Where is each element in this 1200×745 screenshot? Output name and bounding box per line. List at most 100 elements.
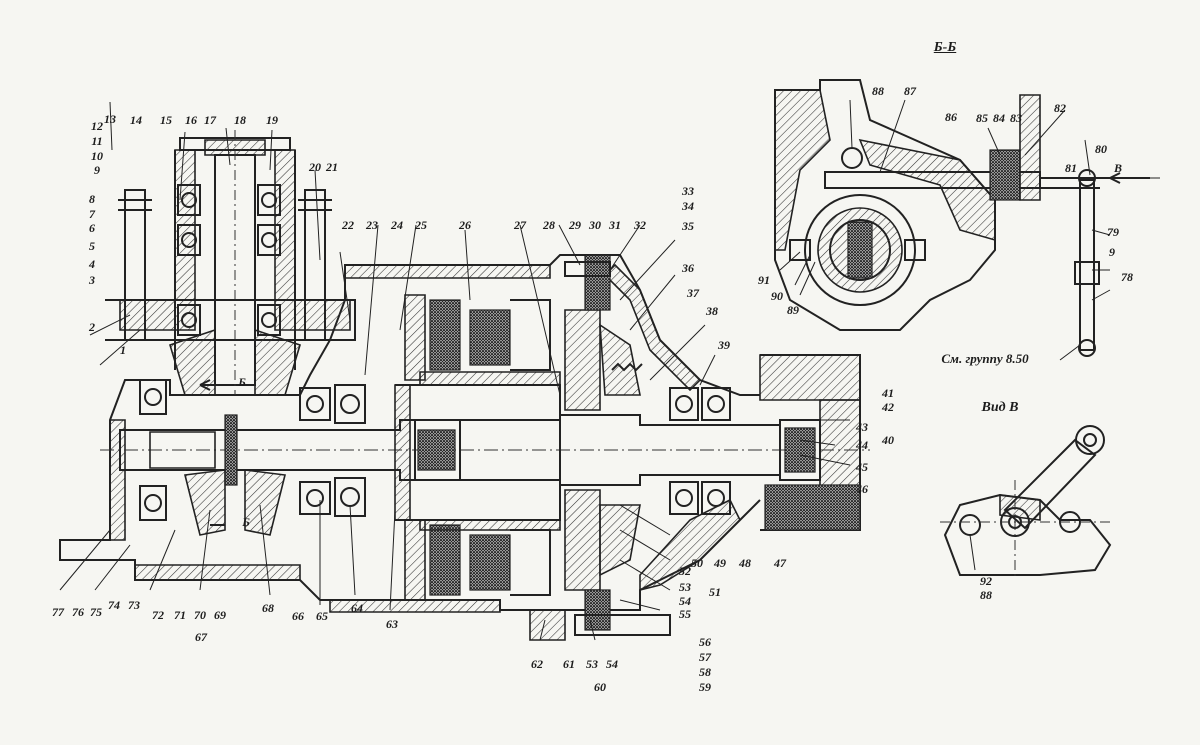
part-label: 11 (91, 134, 103, 148)
part-label: 91 (758, 273, 770, 287)
part-label: 12 (91, 119, 103, 133)
part-label: 34 (682, 199, 694, 213)
part-label: 35 (682, 219, 694, 233)
part-label: 46 (856, 482, 868, 496)
part-label: 47 (774, 556, 786, 570)
part-label: 23 (366, 218, 378, 232)
part-label: 61 (563, 657, 575, 671)
part-label: 53 (679, 580, 691, 594)
part-label: 53 (586, 657, 598, 671)
part-label: 22 (342, 218, 354, 232)
part-label: 43 (856, 420, 868, 434)
part-label: 87 (904, 84, 916, 98)
part-label: 38 (706, 304, 718, 318)
part-label: 70 (194, 608, 206, 622)
part-label: 9 (1109, 245, 1115, 259)
part-label: 57 (699, 650, 711, 664)
part-label: 76 (72, 605, 84, 619)
view-v (940, 425, 1112, 580)
part-label: 28 (543, 218, 555, 232)
part-label: 83 (1010, 111, 1022, 125)
part-label: 17 (204, 113, 216, 127)
part-label: 77 (52, 605, 64, 619)
bearing (139, 379, 731, 521)
part-label: 7 (89, 207, 95, 221)
section-arrow-label: Б (242, 515, 250, 529)
part-label: 24 (391, 218, 403, 232)
part-label: 79 (1107, 225, 1119, 239)
part-label: 44 (856, 438, 868, 452)
part-label: 2 (89, 320, 95, 334)
part-label: 88 (872, 84, 884, 98)
view-arrow-label: В (1113, 161, 1123, 175)
part-label: 86 (945, 110, 957, 124)
part-label: 82 (1054, 101, 1066, 115)
part-label: 75 (90, 605, 102, 619)
part-label: 67 (195, 630, 207, 644)
part-label: 65 (316, 609, 328, 623)
part-label: 6 (89, 221, 95, 235)
part-label: 19 (266, 113, 278, 127)
section-arrow-label: Б (238, 375, 246, 389)
part-label: 10 (91, 149, 103, 163)
part-label: 73 (128, 598, 140, 612)
part-label: 15 (160, 113, 172, 127)
part-label: 30 (589, 218, 601, 232)
part-label: 25 (415, 218, 427, 232)
bearing (177, 184, 281, 336)
part-label: 78 (1121, 270, 1133, 284)
leader-lines (59, 99, 1111, 641)
part-label: 92 (980, 574, 992, 588)
part-label: 40 (882, 433, 894, 447)
part-label: 14 (130, 113, 142, 127)
part-label: 68 (262, 601, 274, 615)
part-label: 45 (856, 460, 868, 474)
part-label: 29 (569, 218, 581, 232)
part-label: 71 (174, 608, 186, 622)
part-label: 26 (459, 218, 471, 232)
reference-note: См. группу 8.50 (941, 351, 1029, 366)
part-label: 32 (634, 218, 646, 232)
part-label: 62 (531, 657, 543, 671)
part-label: 9 (94, 163, 100, 177)
part-label: 69 (214, 608, 226, 622)
part-label: 60 (594, 680, 606, 694)
part-label: 27 (514, 218, 526, 232)
part-label: 1 (120, 343, 126, 357)
part-label: 33 (682, 184, 694, 198)
part-label: 36 (682, 261, 694, 275)
part-label: 13 (104, 112, 116, 126)
part-label: 5 (89, 239, 95, 253)
view-title: Вид В (981, 400, 1019, 415)
part-label: 37 (687, 286, 699, 300)
part-label: 81 (1065, 161, 1077, 175)
part-label: 54 (606, 657, 618, 671)
part-label: 48 (739, 556, 751, 570)
part-label: 8 (89, 192, 95, 206)
section-b-b (774, 79, 1160, 357)
part-label: 90 (771, 289, 783, 303)
part-label: 72 (152, 608, 164, 622)
part-label: 39 (718, 338, 730, 352)
part-label: 63 (386, 617, 398, 631)
part-label: 88 (980, 588, 992, 602)
part-label: 52 (679, 564, 691, 578)
part-label: 56 (699, 635, 711, 649)
part-label: 3 (89, 273, 95, 287)
part-label: 42 (882, 400, 894, 414)
section-title: Б-Б (933, 40, 957, 55)
part-label: 16 (185, 113, 197, 127)
part-label: 59 (699, 680, 711, 694)
part-label: 20 (309, 160, 321, 174)
part-label: 31 (609, 218, 621, 232)
part-label: 80 (1095, 142, 1107, 156)
main-section (59, 130, 870, 641)
part-label: 21 (326, 160, 338, 174)
part-label: 18 (234, 113, 246, 127)
part-label: 54 (679, 594, 691, 608)
part-label: 4 (89, 257, 95, 271)
part-label: 41 (882, 386, 894, 400)
part-label: 66 (292, 609, 304, 623)
